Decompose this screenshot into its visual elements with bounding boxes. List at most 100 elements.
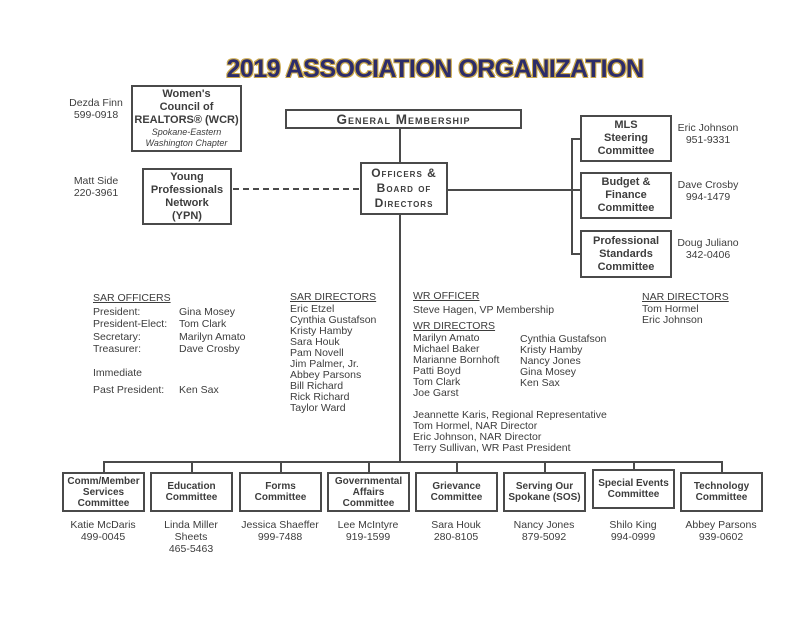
connector-drop-5 [456,461,458,472]
budget-finance-line: Committee [597,202,655,214]
womens-council-box: Women's Council of REALTORS® (WCR) Spoka… [131,85,242,152]
contact-mls: Eric Johnson 951-9331 [663,122,753,146]
contact-phone: 220-3961 [73,187,119,199]
committee-contact: Lee McIntyre 919-1599 [320,519,416,543]
director-name: Jim Palmer, Jr. [290,358,359,370]
contact-name: Doug Juliano [677,237,739,249]
contact-name: Dave Crosby [677,179,739,191]
connector-officers-down [399,215,401,462]
connector-right-vertical [571,138,573,255]
contact-phone: 994-1479 [685,191,731,203]
connector-ypn-dashed [233,188,359,190]
note-line: Jeannette Karis, Regional Representative [413,409,607,421]
sar-officer-row: President: Gina Mosey [93,306,283,319]
wr-officer-section: WR OFFICER Steve Hagen, VP Membership [413,290,613,316]
contact-phone: 599-0918 [73,109,119,121]
director-name: Taylor Ward [290,402,346,414]
contact-phone: 994-0999 [610,531,656,543]
director-name: Eric Etzel [290,303,335,315]
contact-phone: 465-5463 [168,543,214,555]
nar-directors-heading: NAR DIRECTORS [642,291,729,303]
contact-matt-side: Matt Side 220-3961 [50,175,142,199]
officer-title: Treasurer: [93,343,142,355]
womens-council-line: Council of [159,101,214,113]
wr-notes-section: Jeannette Karis, Regional Representative… [413,410,643,454]
contact-phone: 499-0045 [80,531,126,543]
sar-officer-row: President-Elect: Tom Clark [93,318,283,331]
connector-stub-prof [571,253,580,255]
director-name: Tom Hormel [642,303,699,315]
contact-name: Eric Johnson [677,122,739,134]
mls-steering-line: Steering [603,132,648,144]
committee-line: Education [167,481,216,492]
committee-line: Committee [607,489,660,500]
sar-directors-heading: SAR DIRECTORS [290,291,377,303]
connector-drop-1 [103,461,105,472]
committee-line: Governmental [334,475,403,487]
wr-directors-section: WR DIRECTORS Marilyn Amato Michael Baker… [413,321,523,399]
wr-directors-heading: WR DIRECTORS [413,320,496,332]
officer-title: President: [93,305,141,318]
committee-line: Committee [342,497,395,509]
director-name: Kristy Hamby [520,344,583,356]
officer-name: Dave Crosby [179,343,240,355]
director-name: Michael Baker [413,343,480,355]
mls-steering-line: MLS [614,119,638,131]
director-name: Bill Richard [290,380,344,392]
committee-line: Affairs [352,486,385,498]
director-name: Kristy Hamby [290,325,353,337]
ypn-box: Young Professionals Network (YPN) [142,168,232,225]
professional-standards-box: Professional Standards Committee [580,230,672,278]
committee-box-governmental-affairs: Governmental Affairs Committee [327,472,410,512]
officer-name: Ken Sax [179,384,219,396]
committee-line: Special Events [598,478,669,489]
connector-drop-6 [544,461,546,472]
committee-line: Technology [693,481,750,492]
professional-standards-line: Committee [597,260,655,273]
officer-name: Tom Clark [179,318,227,330]
sar-officers-section: SAR OFFICERS President: Gina Mosey Presid… [93,292,283,397]
contact-budget: Dave Crosby 994-1479 [663,179,753,203]
contact-dezda-finn: Dezda Finn 599-0918 [50,97,142,121]
contact-name: Sara Houk [431,519,481,531]
director-name: Sara Houk [290,336,340,348]
connector-drop-8 [721,461,723,472]
contact-phone: 999-7488 [257,531,303,543]
contact-name: Matt Side [73,175,119,187]
connector-drop-2 [191,461,193,472]
director-name: Gina Mosey [520,366,577,378]
committee-line: Serving Our [515,481,574,492]
contact-phone: 951-9331 [685,134,731,146]
committee-line: Spokane (SOS) [508,492,581,503]
director-name: Rick Richard [290,391,350,403]
ypn-line: Young [170,170,204,183]
note-line: Eric Johnson, NAR Director [413,431,542,443]
womens-council-line: Women's [162,88,211,100]
general-membership-box: General Membership [285,109,522,129]
ypn-line: (YPN) [172,209,202,222]
connector-committee-rail [103,461,722,463]
officer-title: Secretary: [93,330,141,343]
committee-contact: Shilo King 994-0999 [585,519,681,543]
connector-gm-to-officers [399,128,401,162]
connector-drop-7 [633,461,635,472]
officer-title: President-Elect: [93,318,168,330]
officers-board-line: Board of [376,181,432,195]
note-line: Terry Sullivan, WR Past President [413,442,571,454]
budget-finance-line: Budget & [601,176,651,188]
contact-name: Shilo King [609,519,657,531]
officers-board-line: Officers & [371,166,437,180]
contact-prof-standards: Doug Juliano 342-0406 [663,237,753,261]
committee-line: Grievance [432,481,481,492]
sar-officers-heading: SAR OFFICERS [93,292,171,304]
committee-contact: Jessica Shaeffer 999-7488 [232,519,328,543]
director-name: Cynthia Gustafson [290,314,377,326]
note-line: Tom Hormel, NAR Director [413,420,538,432]
contact-phone: 342-0406 [685,249,731,261]
contact-name: Katie McDaris [70,519,136,531]
committee-box-special-events: Special Events Committee [592,469,675,509]
committee-box-education: Education Committee [150,472,233,512]
contact-name: Dezda Finn [69,97,123,109]
officer-name: Gina Mosey [179,305,236,318]
page-title: 2019 ASSOCIATION ORGANIZATION [226,55,644,83]
